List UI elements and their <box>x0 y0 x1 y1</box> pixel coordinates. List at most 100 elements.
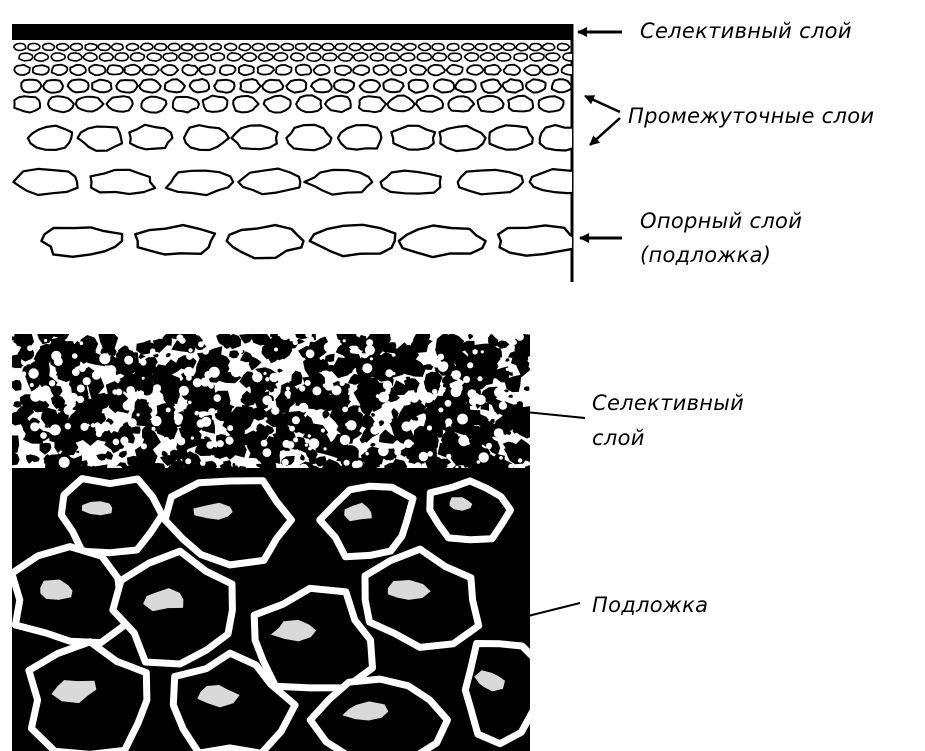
pore <box>530 44 542 51</box>
speckle-highlight <box>432 389 437 394</box>
pore <box>48 96 74 112</box>
speckle-highlight <box>79 365 86 372</box>
pore <box>107 96 133 112</box>
speckle <box>6 354 22 368</box>
pore <box>139 79 161 92</box>
speckle-highlight <box>179 337 185 343</box>
speckle-highlight <box>263 372 266 375</box>
label-micrograph-selective-layer: слой <box>592 426 645 450</box>
pore <box>239 65 254 75</box>
speckle-highlight <box>25 448 32 455</box>
pore <box>85 44 97 51</box>
pore <box>304 170 372 195</box>
pore <box>489 125 533 149</box>
pore <box>381 171 441 194</box>
pore <box>335 66 352 76</box>
speckle-highlight <box>445 400 452 407</box>
pore <box>334 79 354 92</box>
pore <box>179 53 193 61</box>
speckle-highlight <box>129 390 136 397</box>
speckle-highlight <box>137 413 140 416</box>
pore <box>135 225 215 254</box>
pore <box>374 65 390 75</box>
pore <box>83 53 97 61</box>
speckle-highlight <box>378 413 382 417</box>
speckle-highlight <box>201 417 211 427</box>
speckle-highlight <box>138 390 144 396</box>
pore <box>386 53 400 61</box>
pore <box>155 44 167 51</box>
pore <box>220 65 236 75</box>
speckle <box>185 332 196 339</box>
pore <box>252 44 264 51</box>
speckle-highlight <box>445 418 452 425</box>
pore <box>296 95 321 112</box>
pore <box>404 44 416 51</box>
label-micrograph-selective: Селективный <box>592 391 744 415</box>
pore <box>43 80 63 93</box>
speckle-highlight <box>200 460 206 466</box>
speckle-highlight <box>404 335 414 345</box>
speckle-highlight <box>40 432 47 439</box>
speckle-highlight <box>189 348 193 352</box>
pore <box>70 65 86 75</box>
speckle-highlight <box>404 439 413 448</box>
pore <box>182 44 194 51</box>
speckle-highlight <box>135 438 142 445</box>
pore <box>99 53 113 61</box>
speckle-highlight <box>271 407 279 415</box>
speckle-highlight <box>28 368 38 378</box>
pore <box>447 44 458 51</box>
speckle-highlight <box>83 377 91 385</box>
pore <box>440 126 486 151</box>
pore <box>274 53 288 61</box>
speckle-highlight <box>175 418 182 425</box>
pore <box>258 65 274 74</box>
pore <box>199 65 215 75</box>
pore <box>338 53 353 61</box>
speckle-highlight <box>177 437 185 445</box>
pore <box>111 43 123 50</box>
pore <box>227 53 241 61</box>
speckle-highlight <box>346 420 356 430</box>
speckle-highlight <box>361 447 367 453</box>
speckle-highlight <box>92 371 101 380</box>
pore <box>428 65 445 76</box>
pore <box>70 44 82 51</box>
pore <box>353 65 369 75</box>
speckle-highlight <box>378 446 389 457</box>
speckle-highlight <box>370 426 379 435</box>
pore <box>240 79 260 93</box>
pore <box>543 43 555 50</box>
speckle-highlight <box>116 389 123 396</box>
label-micrograph-substrate: Подложка <box>592 593 708 617</box>
pore <box>314 65 330 76</box>
speckle-highlight <box>264 417 267 420</box>
pore <box>376 44 388 51</box>
pore <box>41 227 122 256</box>
speckle-highlight <box>394 449 401 456</box>
pore <box>360 80 381 92</box>
speckle-highlight <box>208 408 215 415</box>
pore <box>286 80 306 93</box>
speckle-highlight <box>282 440 290 448</box>
speckle-highlight <box>261 440 268 447</box>
speckle-highlight <box>376 394 380 398</box>
pore <box>28 44 40 51</box>
speckle-highlight <box>140 359 147 366</box>
pore <box>478 96 504 112</box>
speckle-highlight <box>68 393 78 403</box>
pore <box>434 79 454 92</box>
speckle-highlight <box>72 353 78 359</box>
speckle-highlight <box>401 421 411 431</box>
pore <box>209 44 221 51</box>
pore <box>432 44 444 51</box>
speckle-highlight <box>150 348 156 354</box>
speckle-highlight <box>160 441 170 451</box>
speckle-highlight <box>305 380 311 386</box>
pore <box>168 43 180 50</box>
pore <box>141 97 166 113</box>
pore <box>475 44 487 51</box>
pore <box>325 96 351 112</box>
